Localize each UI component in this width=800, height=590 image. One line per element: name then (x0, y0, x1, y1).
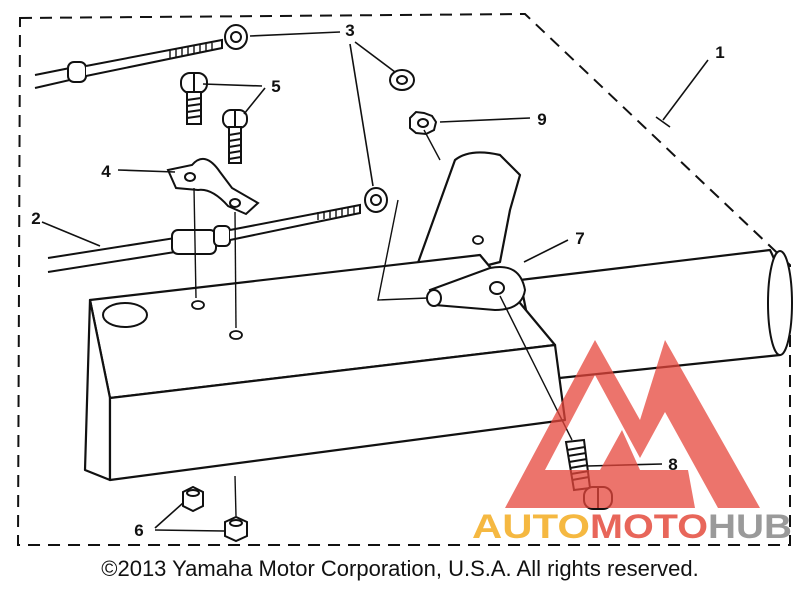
nut-icon-c (364, 187, 388, 213)
callout-9: 9 (537, 110, 546, 129)
block-hole-large (102, 302, 148, 328)
cable-lower (47, 203, 361, 273)
watermark-logo-mark (505, 340, 760, 508)
steering-bracket (83, 151, 787, 482)
callout-7: 7 (575, 229, 584, 248)
tube-end (767, 250, 793, 356)
leader-lines (41, 31, 709, 532)
callout-8: 8 (668, 455, 677, 474)
callout-6: 6 (134, 521, 143, 540)
assembly-boundary (16, 12, 791, 546)
watermark-word-auto: AUTO (472, 508, 590, 546)
assembly-guides (193, 129, 573, 517)
watermark-word-hub: HUB (708, 508, 792, 546)
callout-1: 1 (715, 43, 724, 62)
screw-icon-lower (222, 109, 248, 164)
cable-upper-thread (169, 43, 213, 58)
cable-clamp (166, 157, 260, 216)
exploded-parts-diagram: 1 2 3 4 5 6 7 8 9 AUTO MOTO HUB (16, 12, 793, 546)
bottom-nut-icon-b (224, 515, 248, 543)
bracket-arm (408, 151, 522, 287)
callout-4: 4 (101, 162, 111, 181)
callout-2: 2 (31, 209, 40, 228)
block-hole-b (229, 330, 243, 340)
watermark-logo (505, 340, 760, 508)
nut-icon-a (224, 24, 248, 50)
arm-hole (472, 235, 484, 245)
bottom-nut-icon-a (182, 485, 204, 513)
callout-5: 5 (271, 77, 280, 96)
tube (518, 248, 787, 382)
copyright-notice: ©2013 Yamaha Motor Corporation, U.S.A. A… (101, 556, 699, 581)
lock-washer-icon (409, 110, 438, 136)
watermark-word-moto: MOTO (590, 508, 708, 546)
cable-lower-thread (317, 206, 355, 220)
callout-3: 3 (345, 21, 354, 40)
block-hole-a (191, 300, 205, 310)
nut-icon-b (389, 69, 415, 91)
screw-icon-upper (180, 72, 208, 125)
